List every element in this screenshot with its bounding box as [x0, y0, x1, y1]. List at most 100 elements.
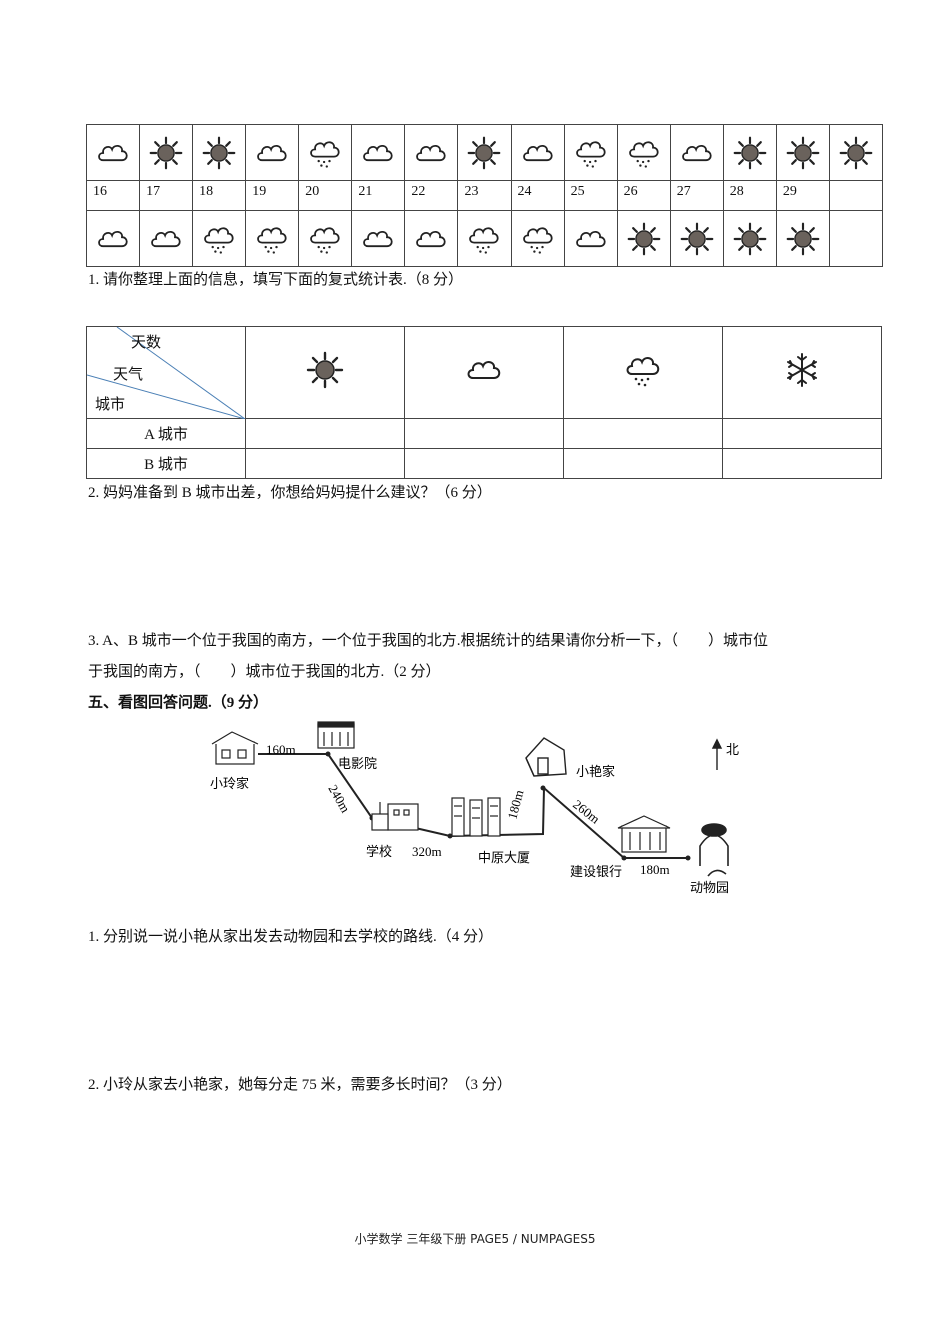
cell-a-cloudy[interactable]	[404, 418, 564, 449]
weather-cell	[245, 124, 299, 180]
section-5-title: 五、看图回答问题.（9 分）	[88, 695, 269, 711]
zoo-gate-icon	[699, 823, 729, 877]
cloud-icon	[522, 144, 553, 161]
day-number-cell: 18	[192, 180, 246, 210]
rain-icon	[522, 226, 553, 254]
north-arrow-icon	[711, 738, 723, 770]
sunny-icon	[680, 222, 714, 255]
label-xiaoling-home: 小玲家	[210, 776, 249, 791]
day-number-cell: 17	[139, 180, 193, 210]
distance-cinema-school: 240m	[325, 782, 353, 815]
label-zhongyuan: 中原大厦	[478, 850, 530, 865]
distance-school-zhongyuan: 320m	[412, 844, 442, 859]
sunny-icon	[149, 136, 183, 169]
day-number-cell: 19	[245, 180, 299, 210]
header-sunny	[245, 326, 405, 419]
sunny-icon	[733, 136, 767, 169]
label-bank: 建设银行	[570, 864, 622, 879]
distance-xiaoyan-bank: 260m	[570, 797, 603, 827]
day-number-cell: 26	[616, 180, 670, 210]
weather-cell	[616, 124, 670, 180]
day-number-cell: 21	[351, 180, 405, 210]
label-north: 北	[726, 742, 739, 757]
sunny-icon	[202, 136, 236, 169]
weather-cell	[351, 210, 405, 266]
sunny-icon	[786, 136, 820, 169]
cloud-icon	[151, 230, 181, 247]
weather-cell	[298, 210, 352, 266]
cell-b-sunny[interactable]	[245, 448, 405, 479]
rain-icon	[575, 140, 606, 168]
office-towers-icon	[451, 797, 501, 837]
rain-icon	[628, 140, 659, 168]
cell-a-rainy[interactable]	[563, 418, 723, 449]
cloud-icon	[681, 144, 712, 161]
label-cinema: 电影院	[338, 756, 377, 771]
day-number-cell	[828, 180, 882, 210]
cloud-icon	[363, 144, 393, 161]
diagonal-lines	[87, 327, 245, 419]
weather-cell	[510, 124, 564, 180]
header-days-label: 天数	[131, 335, 162, 351]
rain-icon	[469, 226, 500, 254]
sunny-icon	[839, 136, 873, 169]
route-map: 小玲家 电影院 学校 中原大厦 小艳家 建设银行 动物园 北 160m 240m…	[210, 721, 739, 895]
weather-cell	[510, 210, 564, 266]
weather-cell	[616, 210, 670, 266]
weather-cell	[775, 124, 829, 180]
cell-b-snowy[interactable]	[722, 448, 882, 479]
cell-b-rainy[interactable]	[563, 448, 723, 479]
weather-cell	[351, 124, 405, 180]
weather-cell	[192, 210, 246, 266]
sunny-icon	[306, 351, 344, 389]
header-cloudy	[404, 326, 564, 419]
weather-cell	[404, 124, 458, 180]
weather-cell	[404, 210, 458, 266]
weather-cell	[669, 210, 723, 266]
cloud-icon	[575, 230, 606, 247]
cloud-icon	[416, 144, 447, 161]
weather-cell	[722, 124, 776, 180]
rain-icon	[310, 140, 340, 168]
cloud-icon	[98, 144, 128, 161]
distance-zhongyuan-xiaoyan: 180m	[504, 788, 526, 820]
weather-cell	[828, 210, 882, 266]
day-number-cell: 23	[457, 180, 511, 210]
sunny-icon	[627, 222, 661, 255]
header-weather-label: 天气	[113, 367, 144, 383]
question-5-2-text: 2. 小玲从家去小艳家，她每分走 75 米，需要多长时间？（3 分）	[88, 1077, 512, 1093]
sunny-icon	[786, 222, 820, 255]
weather-cell	[86, 210, 140, 266]
question-3-line-1: 3. A、B 城市一个位于我国的南方，一个位于我国的北方.根据统计的结果请你分析…	[88, 633, 769, 649]
cell-a-snowy[interactable]	[722, 418, 882, 449]
question-2-text: 2. 妈妈准备到 B 城市出差，你想给妈妈提什么建议？（6 分）	[88, 485, 492, 501]
day-number-cell: 24	[510, 180, 564, 210]
day-number-cell: 16	[86, 180, 140, 210]
weather-cell	[139, 210, 193, 266]
cell-b-cloudy[interactable]	[404, 448, 564, 479]
cloud-icon	[363, 230, 393, 247]
day-number-cell: 29	[775, 180, 829, 210]
day-number-cell: 27	[669, 180, 723, 210]
weather-cell	[86, 124, 140, 180]
weather-cell	[457, 124, 511, 180]
weather-cell	[775, 210, 829, 266]
day-number-cell: 25	[563, 180, 617, 210]
sunny-icon	[733, 222, 767, 255]
weather-cell	[139, 124, 193, 180]
page-footer: 小学数学 三年级下册 PAGE5 / NUMPAGES5	[354, 1232, 596, 1246]
weather-cell	[245, 210, 299, 266]
header-snowy	[722, 326, 882, 419]
school-building-icon	[371, 802, 419, 831]
label-school: 学校	[366, 844, 392, 859]
header-city-label: 城市	[95, 397, 126, 413]
rain-icon	[626, 357, 660, 387]
distance-bank-zoo: 180m	[640, 862, 670, 877]
cell-a-sunny[interactable]	[245, 418, 405, 449]
weather-cell	[298, 124, 352, 180]
cloud-icon	[467, 361, 501, 379]
row-city-b: B 城市	[86, 448, 246, 479]
question-1-text: 1. 请你整理上面的信息，填写下面的复式统计表.（8 分）	[88, 272, 464, 288]
weather-cell	[563, 124, 617, 180]
